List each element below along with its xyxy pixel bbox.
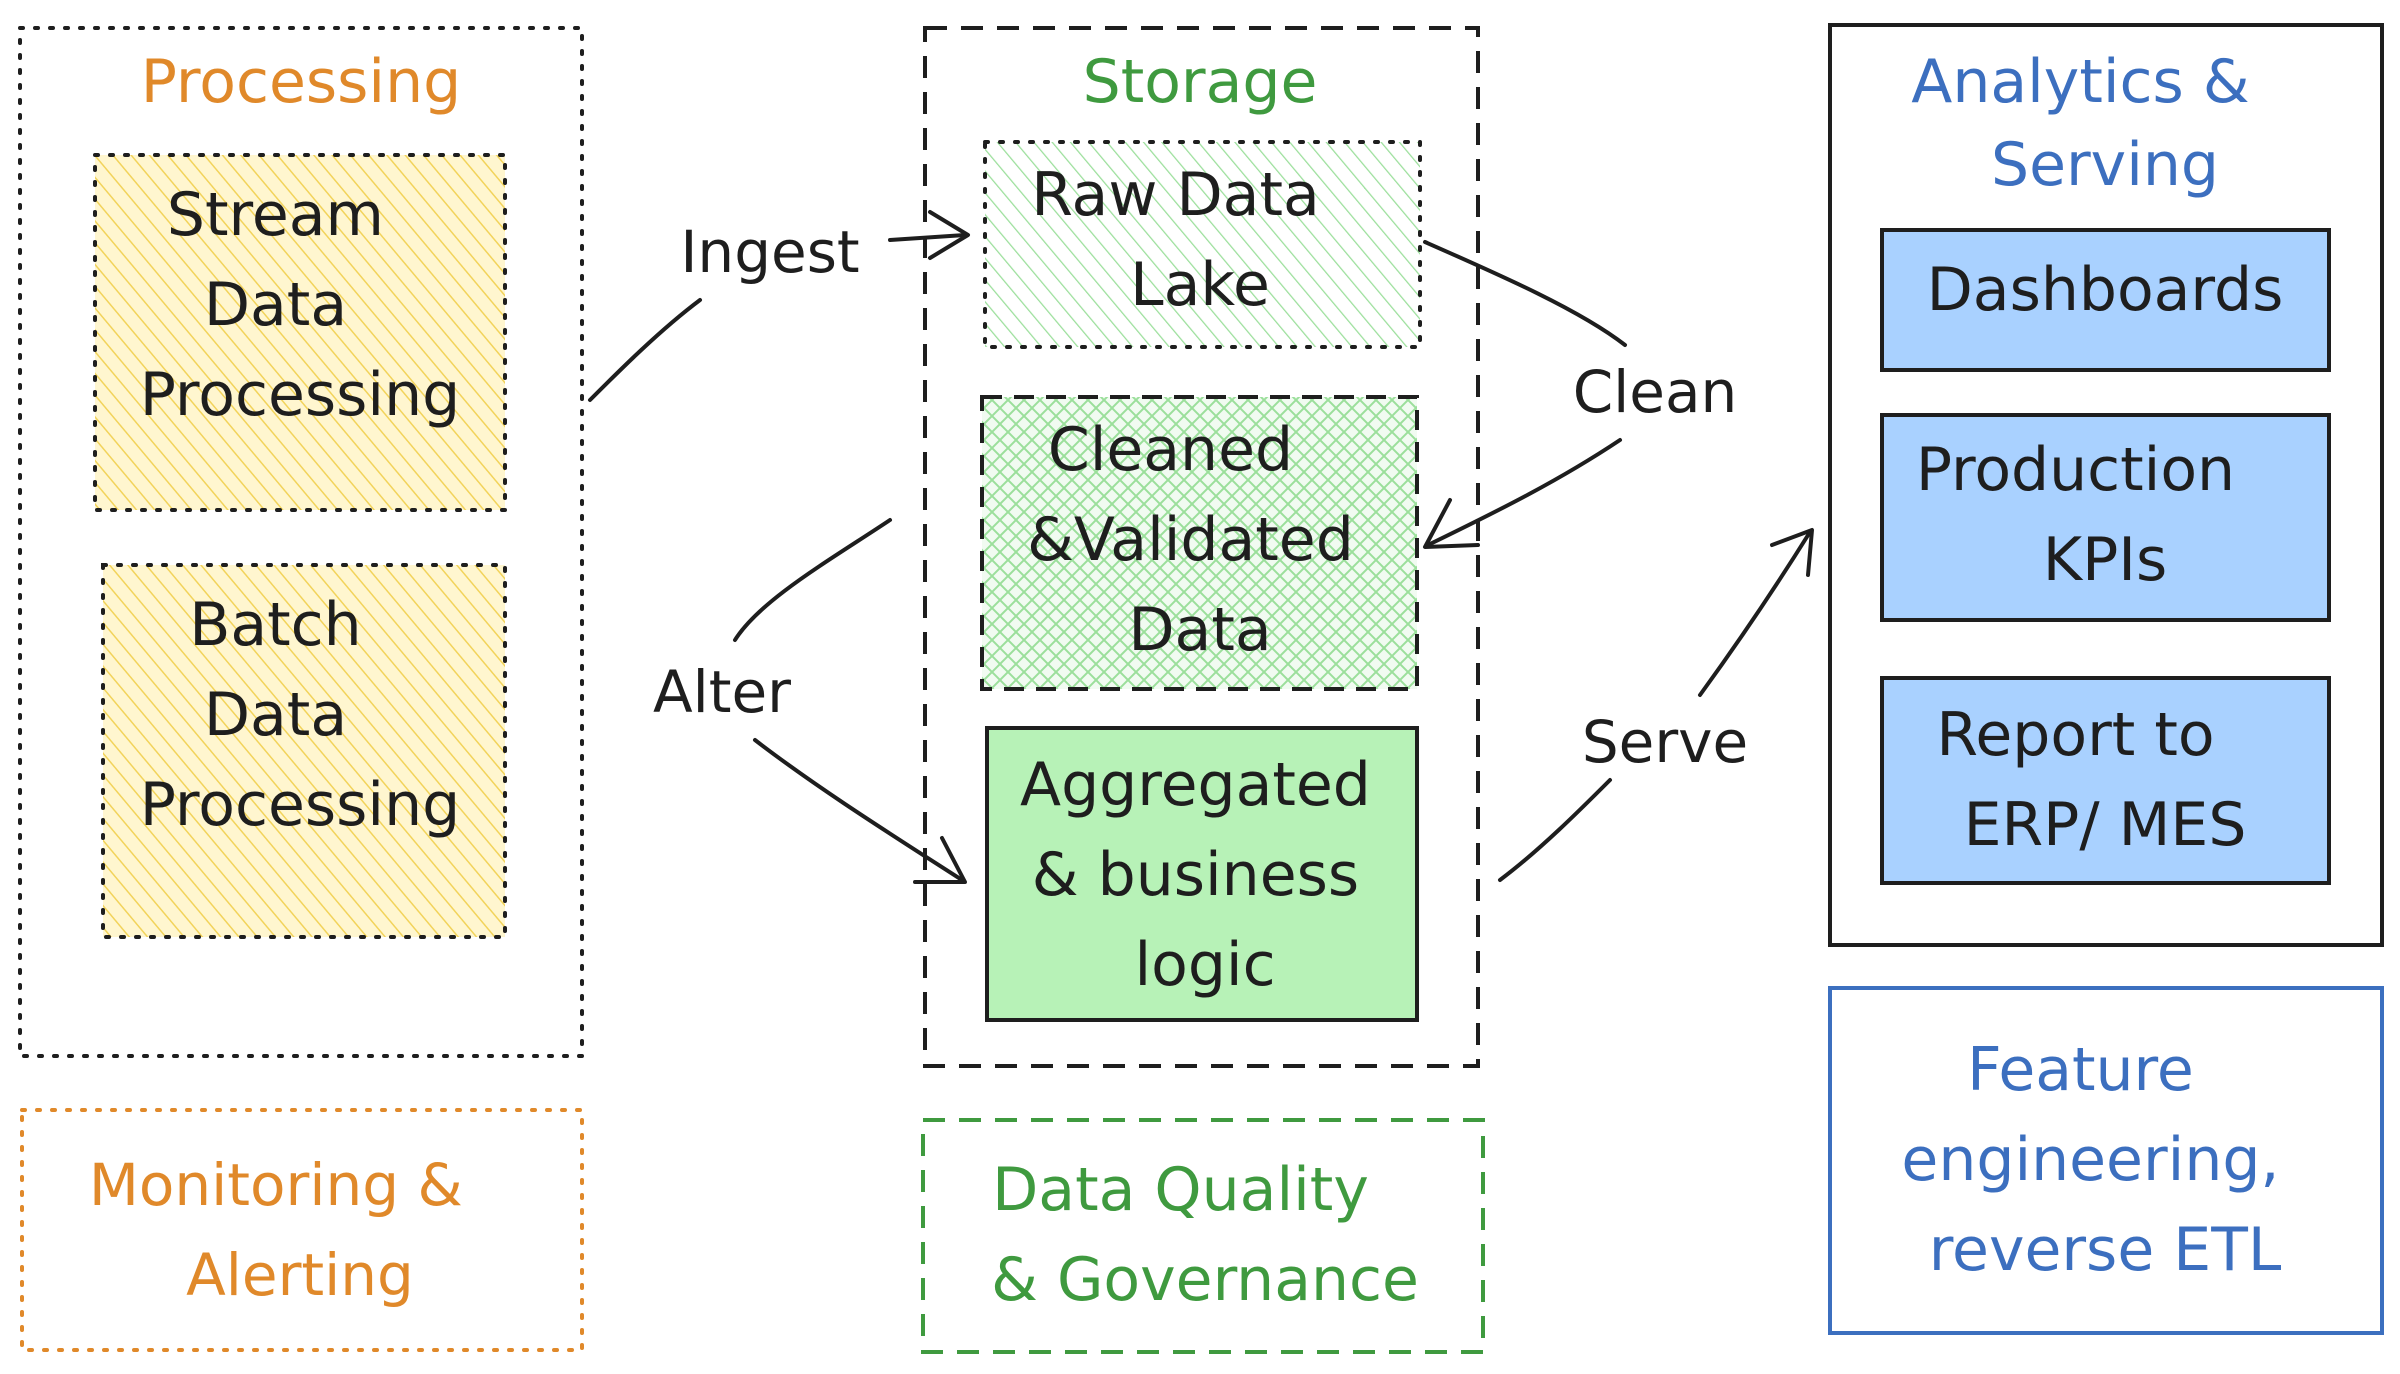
feature-group: Feature engineering, reverse ETL: [1828, 986, 2384, 1335]
data-quality-group: Data Quality & Governance: [921, 1118, 1485, 1354]
serve-arrow-line-lower: [1498, 778, 1612, 882]
cleaned-validated-label: Cleaned &Validated Data: [1027, 415, 1373, 665]
raw-data-lake-label: Raw Data Lake: [1031, 160, 1339, 320]
feature-label: Feature engineering, reverse ETL: [1901, 1035, 2298, 1285]
analytics-title: Analytics & Serving: [1911, 47, 2268, 200]
storage-title: Storage: [1083, 47, 1318, 117]
report-erp-box: [1880, 676, 2331, 885]
ingest-label: Ingest: [680, 218, 859, 286]
ingest-arrow-line-upper: [888, 233, 967, 242]
analytics-group: Analytics & Serving Dashboards Productio…: [1828, 23, 2384, 947]
production-kpis-label: Production KPIs: [1916, 435, 2254, 595]
serve-arrow-line-upper: [1698, 530, 1812, 697]
processing-title: Processing: [141, 47, 461, 117]
analytics-container: [1828, 23, 2384, 947]
alter-arrow-line-lower: [753, 738, 964, 882]
feature-box: [1828, 986, 2384, 1335]
arrows: [588, 210, 1814, 884]
clean-arrow-line-upper: [1423, 240, 1627, 347]
alter-label: Alter: [653, 658, 791, 726]
batch-processing-box: [101, 563, 507, 939]
dashboards-box: [1880, 228, 2331, 372]
report-erp-label: Report to ERP/ MES: [1936, 700, 2246, 860]
ingest-arrow-head: [928, 210, 970, 260]
alter-arrow-line-upper: [733, 518, 892, 642]
stream-processing-label: Stream Data Processing: [140, 180, 460, 430]
serve-arrow-head: [1770, 528, 1814, 577]
cleaned-validated-box: [980, 395, 1419, 691]
monitoring-box: [20, 1108, 584, 1352]
clean-arrow-head: [1423, 498, 1480, 549]
storage-group: Storage Raw Data Lake Cleaned &Validated…: [923, 26, 1480, 1068]
aggregated-business-label: Aggregated & business logic: [1020, 750, 1390, 1000]
monitoring-group: Monitoring & Alerting: [20, 1108, 584, 1352]
clean-label: Clean: [1573, 358, 1738, 426]
data-quality-label: Data Quality & Governance: [991, 1155, 1419, 1315]
processing-group: Processing Stream Data Processing Batch …: [18, 26, 584, 1058]
stream-processing-box: [93, 153, 507, 512]
production-kpis-box: [1880, 413, 2331, 622]
monitoring-label: Monitoring & Alerting: [89, 1151, 481, 1309]
dashboards-label: Dashboards: [1927, 255, 2284, 325]
clean-arrow-line-lower: [1426, 438, 1622, 547]
aggregated-business-box: [985, 726, 1419, 1022]
serve-label: Serve: [1582, 708, 1748, 776]
raw-data-lake-box: [983, 140, 1422, 349]
alter-arrow-head: [913, 836, 967, 884]
ingest-arrow-line-lower: [588, 298, 702, 402]
batch-processing-label: Batch Data Processing: [140, 590, 460, 840]
